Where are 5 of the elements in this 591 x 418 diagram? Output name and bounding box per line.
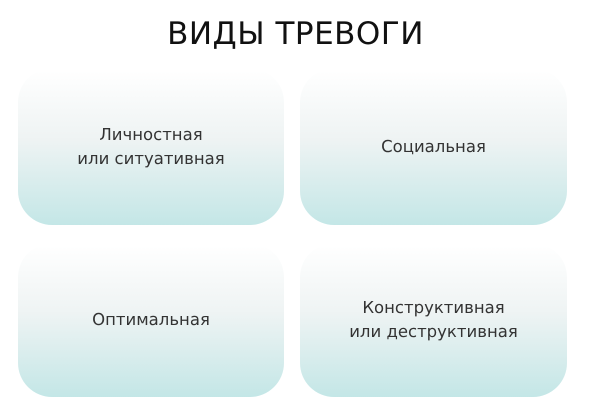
- title-heading: ВИДЫ ТРЕВОГИ: [167, 16, 424, 52]
- category-label: Оптимальная: [92, 309, 210, 331]
- category-label: Личностная или ситуативная: [76, 124, 226, 170]
- category-label: Социальная: [381, 136, 486, 158]
- category-label: Конструктивная или деструктивная: [348, 297, 519, 343]
